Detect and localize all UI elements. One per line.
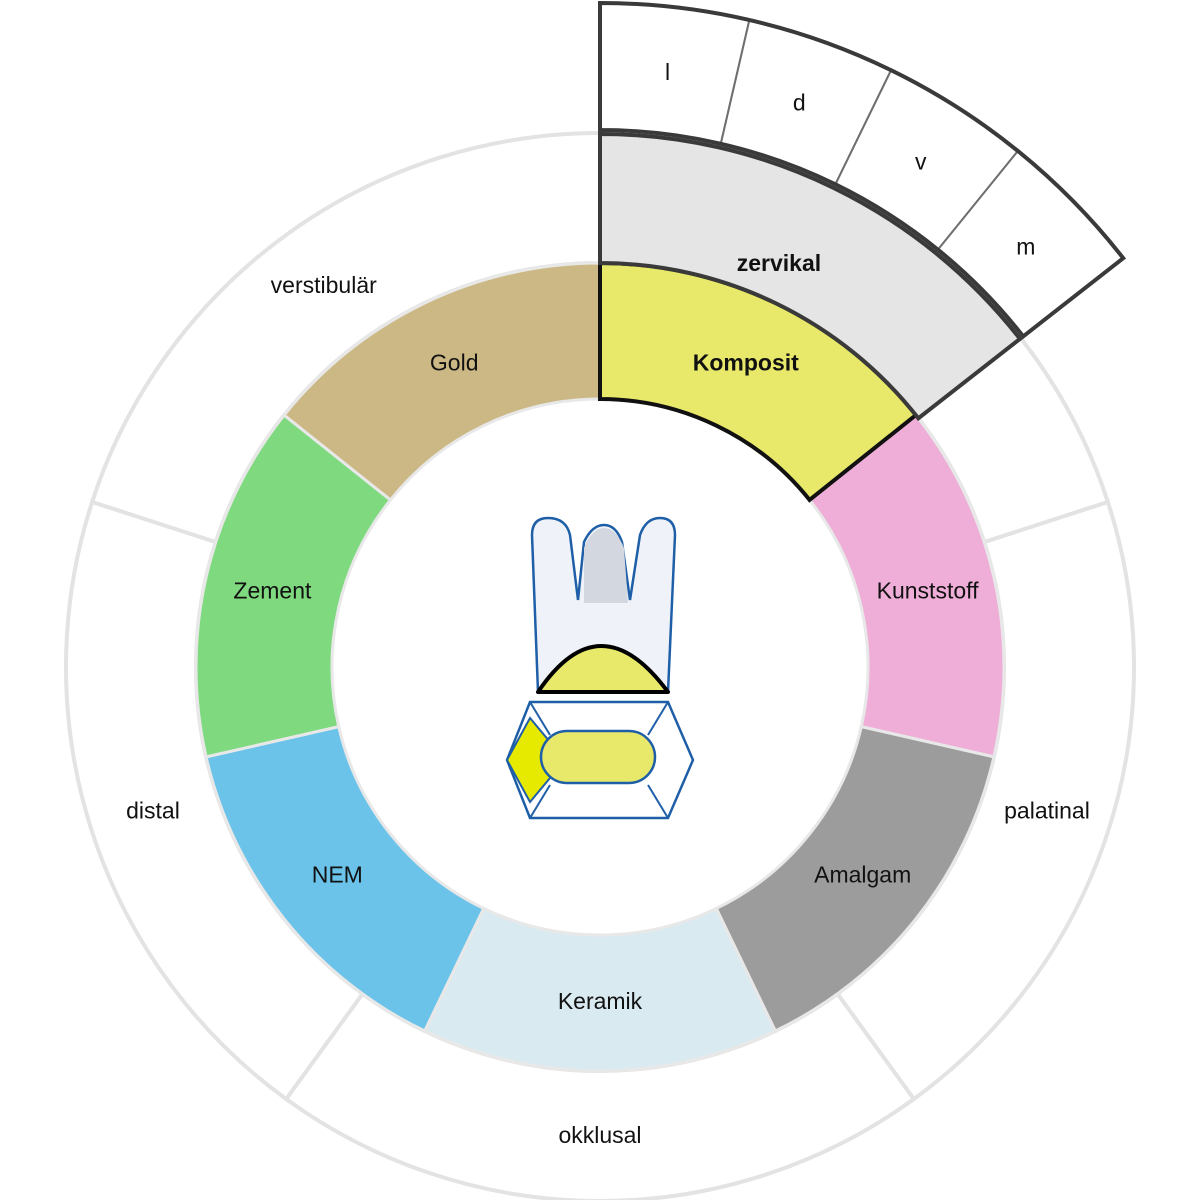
tooth-cervical-highlight bbox=[536, 644, 670, 694]
tooth-line bbox=[529, 784, 551, 819]
surface-label-4: distal bbox=[126, 797, 180, 823]
tooth-crown-shape bbox=[530, 516, 677, 694]
material-label-0: Komposit bbox=[693, 349, 799, 375]
zervikal-sub-label-v: v bbox=[915, 149, 927, 175]
zervikal-sub-label-l: l bbox=[665, 59, 670, 85]
surface-label-0: verstibulär bbox=[271, 272, 377, 298]
zervikal-sub-label-m: m bbox=[1016, 234, 1035, 260]
zervikal-sub-label-d: d bbox=[793, 89, 806, 115]
tooth-diagram[interactable] bbox=[505, 516, 695, 820]
tooth-pulp-shape bbox=[584, 528, 628, 603]
surface-label-3: okklusal bbox=[558, 1122, 641, 1148]
zervikal-segment[interactable] bbox=[598, 131, 1023, 422]
material-label-6: Gold bbox=[430, 349, 479, 375]
tooth-line bbox=[647, 701, 669, 736]
tooth-line bbox=[647, 784, 669, 819]
material-label-5: Zement bbox=[233, 577, 312, 603]
material-label-2: Amalgam bbox=[814, 862, 911, 888]
material-label-1: Kunststoff bbox=[877, 577, 979, 603]
zervikal-label: zervikal bbox=[737, 250, 821, 276]
zervikal-sub-outline bbox=[598, 0, 1127, 340]
material-label-3: Keramik bbox=[558, 988, 643, 1014]
tooth-occlusal-center bbox=[539, 729, 657, 785]
zervikal-expanded-ring: zervikal l d v m bbox=[598, 0, 1127, 422]
material-label-4: NEM bbox=[312, 862, 363, 888]
tooth-line bbox=[529, 701, 551, 736]
surface-label-2: palatinal bbox=[1004, 797, 1090, 823]
